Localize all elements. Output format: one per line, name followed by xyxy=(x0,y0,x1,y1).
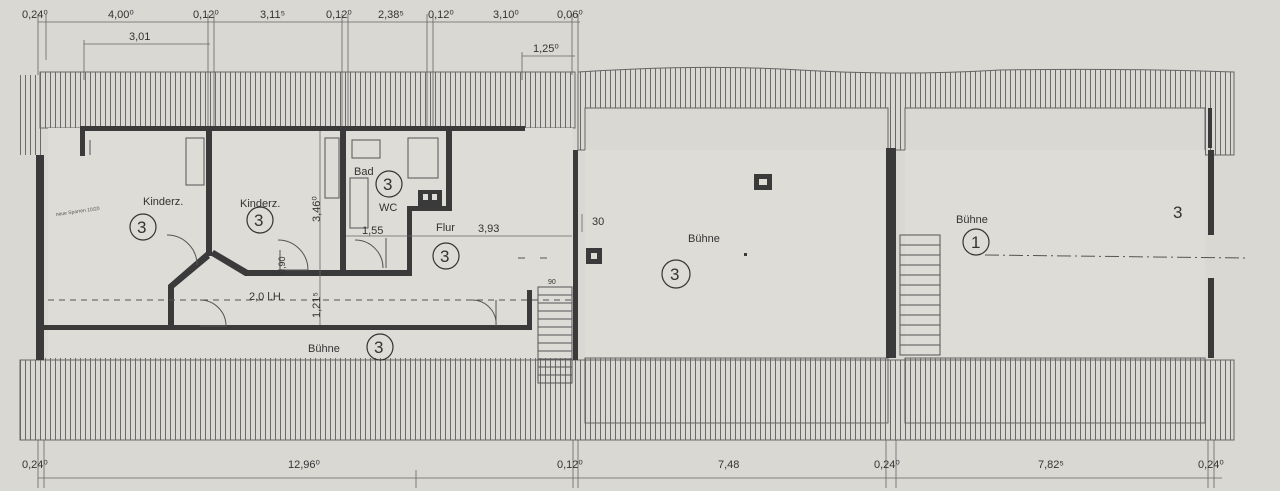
top-sub-dim-2: 1,25⁰ xyxy=(533,43,559,55)
room-label-kinderz-1: Kinderz. xyxy=(143,196,183,208)
dim-door-width: 0,90 xyxy=(277,256,287,274)
svg-text:3: 3 xyxy=(440,247,449,266)
bottom-dim-5: 0,24⁰ xyxy=(874,459,900,471)
circle-marker-flur: 3 xyxy=(432,242,460,270)
corner-number: 3 xyxy=(1173,203,1182,222)
bottom-dimension-chain xyxy=(37,440,1222,488)
top-dim-2: 4,00⁰ xyxy=(108,9,134,21)
svg-text:1: 1 xyxy=(971,233,980,252)
circle-marker-buehne-bottom: 3 xyxy=(366,333,394,361)
top-dim-6: 2,38⁵ xyxy=(378,9,404,21)
top-dim-9: 0,06⁰ xyxy=(557,9,583,21)
circle-marker-buehne-right: 1 xyxy=(962,228,990,256)
svg-text:3: 3 xyxy=(383,175,392,194)
dim-bad-width: 1,55 xyxy=(362,225,383,237)
stairs-left xyxy=(537,286,573,384)
dim-stair-width: 90 xyxy=(548,279,556,286)
dim-chimney-offset: 30 xyxy=(592,216,604,228)
top-dim-4: 3,11⁵ xyxy=(260,9,285,21)
left-floor-area xyxy=(48,128,573,358)
bottom-dim-7: 0,24⁰ xyxy=(1198,459,1224,471)
room-label-bad: Bad xyxy=(354,166,374,178)
center-bottom-hatch xyxy=(584,357,889,424)
walls xyxy=(36,108,1214,360)
top-sub-dim-1: 3,01 xyxy=(129,31,150,43)
room-label-flur: Flur xyxy=(436,222,455,234)
svg-text:3: 3 xyxy=(137,218,146,237)
stairs-right xyxy=(899,234,941,356)
circle-marker-kinderz-2: 3 xyxy=(246,206,274,234)
right-floor-area xyxy=(905,150,1205,358)
interior-fixtures xyxy=(48,131,1246,327)
top-dim-7: 0,12⁰ xyxy=(428,9,454,21)
room-label-buehne-bottom: Bühne xyxy=(308,343,340,355)
dim-flur-width: 3,93 xyxy=(478,223,499,235)
dim-clear-height: 2,0 l.H. xyxy=(249,291,284,303)
room-label-kinderz-2: Kinderz. xyxy=(240,198,280,210)
circle-marker-bad: 3 xyxy=(375,170,403,198)
room-label-buehne-center: Bühne xyxy=(688,233,720,245)
room-label-wc: WC xyxy=(379,202,397,214)
center-floor-area xyxy=(585,150,888,358)
bottom-dim-4: 7,48 xyxy=(718,459,739,471)
top-dim-5: 0,12⁰ xyxy=(326,9,352,21)
bottom-dim-2: 12,96⁰ xyxy=(288,459,321,471)
dim-flur-depth: 1,21⁵ xyxy=(311,292,323,318)
bottom-dim-3: 0,12⁰ xyxy=(557,459,583,471)
top-dim-8: 3,10⁰ xyxy=(493,9,519,21)
circle-marker-buehne-center: 3 xyxy=(661,259,691,289)
bottom-dim-1: 0,24⁰ xyxy=(22,459,48,471)
svg-text:3: 3 xyxy=(254,211,263,230)
top-dim-3: 0,12⁰ xyxy=(193,9,219,21)
top-dim-1: 0,24⁰ xyxy=(22,9,48,21)
svg-text:3: 3 xyxy=(374,338,383,357)
room-label-buehne-right: Bühne xyxy=(956,214,988,226)
right-bottom-hatch xyxy=(904,357,1206,424)
dim-kinderz2-height: 3,46⁰ xyxy=(311,196,323,222)
svg-text:3: 3 xyxy=(670,265,679,284)
circle-marker-kinderz-1: 3 xyxy=(129,213,157,241)
bottom-dim-6: 7,82⁵ xyxy=(1038,459,1064,471)
